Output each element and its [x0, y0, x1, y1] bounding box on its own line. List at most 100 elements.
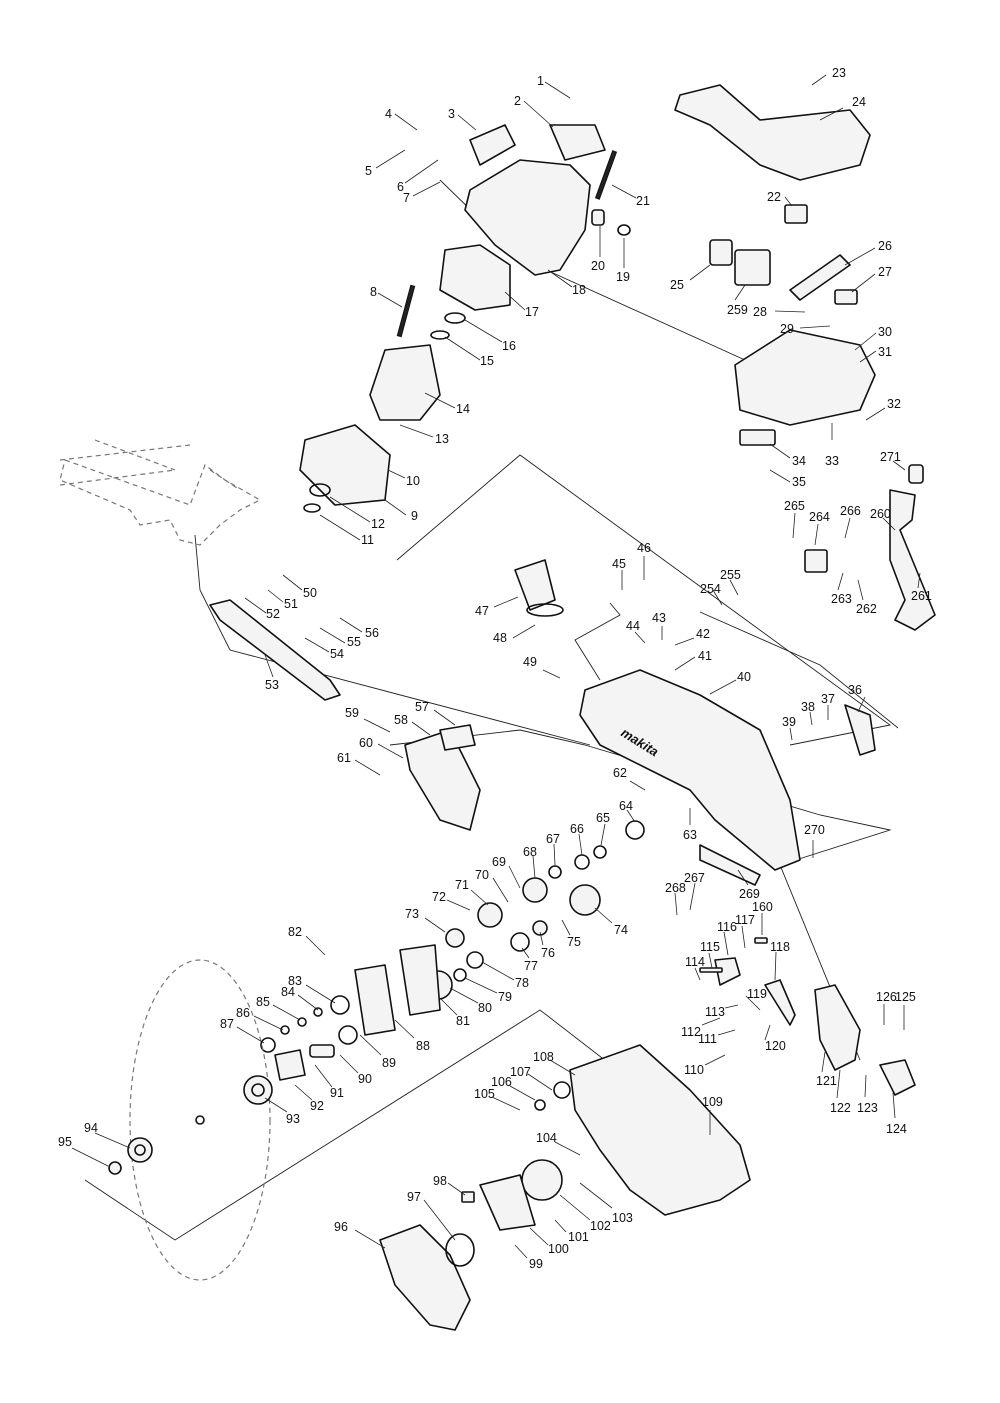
callout-9: 9 [411, 509, 418, 523]
nozzle-ring-part [526, 603, 564, 617]
callout-17: 17 [525, 305, 539, 319]
bearing-part [444, 312, 466, 324]
cap-part [617, 224, 631, 236]
bearing-part [466, 951, 484, 969]
bearing-part [553, 1081, 571, 1099]
saw-blade-phantom [129, 959, 271, 1281]
lever-part [789, 254, 851, 301]
callout-3: 3 [448, 107, 455, 121]
lock-cover-part [879, 1059, 916, 1096]
plate-part [274, 1049, 306, 1081]
callout-270: 270 [804, 823, 825, 837]
callout-44: 44 [626, 619, 640, 633]
callout-49: 49 [523, 655, 537, 669]
clamp-part [739, 429, 776, 446]
ring-part [593, 845, 607, 859]
block-part [804, 549, 828, 573]
callout-83: 83 [288, 974, 302, 988]
callout-48: 48 [493, 631, 507, 645]
callout-21: 21 [636, 194, 650, 208]
callout-104: 104 [536, 1131, 557, 1145]
callout-78: 78 [515, 976, 529, 990]
callout-125: 125 [895, 990, 916, 1004]
callout-101: 101 [568, 1230, 589, 1244]
gear-part [522, 877, 548, 903]
pin-part [699, 967, 723, 973]
callout-123: 123 [857, 1101, 878, 1115]
blade-center [195, 1115, 205, 1125]
callout-263: 263 [831, 592, 852, 606]
callout-24: 24 [852, 95, 866, 109]
controller-part [734, 249, 771, 286]
callout-259: 259 [727, 303, 748, 317]
callout-160: 160 [752, 900, 773, 914]
callout-76: 76 [541, 946, 555, 960]
callout-63: 63 [683, 828, 697, 842]
callout-120: 120 [765, 1039, 786, 1053]
inner-flange-part [127, 1137, 153, 1163]
field-part [439, 244, 511, 311]
callout-116: 116 [717, 920, 737, 934]
callout-72: 72 [432, 890, 446, 904]
callout-55: 55 [347, 635, 361, 649]
callout-124: 124 [886, 1122, 907, 1136]
callout-99: 99 [529, 1257, 543, 1271]
callout-105: 105 [474, 1087, 495, 1101]
callout-1: 1 [537, 74, 544, 88]
gear-part [477, 902, 503, 928]
callout-87: 87 [220, 1017, 234, 1031]
callout-4: 4 [385, 107, 392, 121]
handle-part [674, 84, 871, 181]
callout-43: 43 [652, 611, 666, 625]
callout-62: 62 [613, 766, 627, 780]
pinion-part [532, 920, 548, 936]
callout-108: 108 [533, 1050, 554, 1064]
callout-34: 34 [792, 454, 806, 468]
callout-52: 52 [266, 607, 280, 621]
gear-housing-group: makita [209, 464, 936, 886]
callout-264: 264 [809, 510, 830, 524]
callout-79: 79 [498, 990, 512, 1004]
gear-case-part [354, 964, 396, 1036]
callout-33: 33 [825, 454, 839, 468]
ring-part [430, 330, 450, 340]
bearing-part [330, 995, 350, 1015]
callout-82: 82 [288, 925, 302, 939]
bolt-part [108, 1161, 122, 1175]
callout-37: 37 [821, 692, 835, 706]
callout-117: 117 [735, 913, 755, 927]
motor-housing-group [299, 124, 631, 513]
callout-54: 54 [330, 647, 344, 661]
callout-69: 69 [492, 855, 506, 869]
callout-27: 27 [878, 265, 892, 279]
callout-41: 41 [698, 649, 712, 663]
callout-98: 98 [433, 1174, 447, 1188]
callout-60: 60 [359, 736, 373, 750]
stopper-part [764, 979, 796, 1026]
outer-flange-part [243, 1075, 273, 1105]
callout-90: 90 [358, 1072, 372, 1086]
callout-56: 56 [365, 626, 379, 640]
bearing-part [574, 854, 590, 870]
bearing-part [309, 483, 331, 497]
callout-260: 260 [870, 507, 891, 521]
callout-22: 22 [767, 190, 781, 204]
inner-flange-hub [134, 1144, 146, 1156]
callout-269: 269 [739, 887, 760, 901]
callout-261: 261 [911, 589, 932, 603]
callout-50: 50 [303, 586, 317, 600]
callout-20: 20 [591, 259, 605, 273]
gear-housing-part [579, 669, 801, 871]
callout-2: 2 [514, 94, 521, 108]
gasket-part [399, 944, 441, 1016]
ring-part [548, 865, 562, 879]
callout-45: 45 [612, 557, 626, 571]
callout-115: 115 [700, 940, 720, 954]
handle-cover-part [734, 329, 876, 426]
callout-31: 31 [878, 345, 892, 359]
callout-110: 110 [684, 1063, 704, 1077]
lever-part [714, 957, 741, 986]
callout-75: 75 [567, 935, 581, 949]
callout-97: 97 [407, 1190, 421, 1204]
callout-39: 39 [782, 715, 796, 729]
